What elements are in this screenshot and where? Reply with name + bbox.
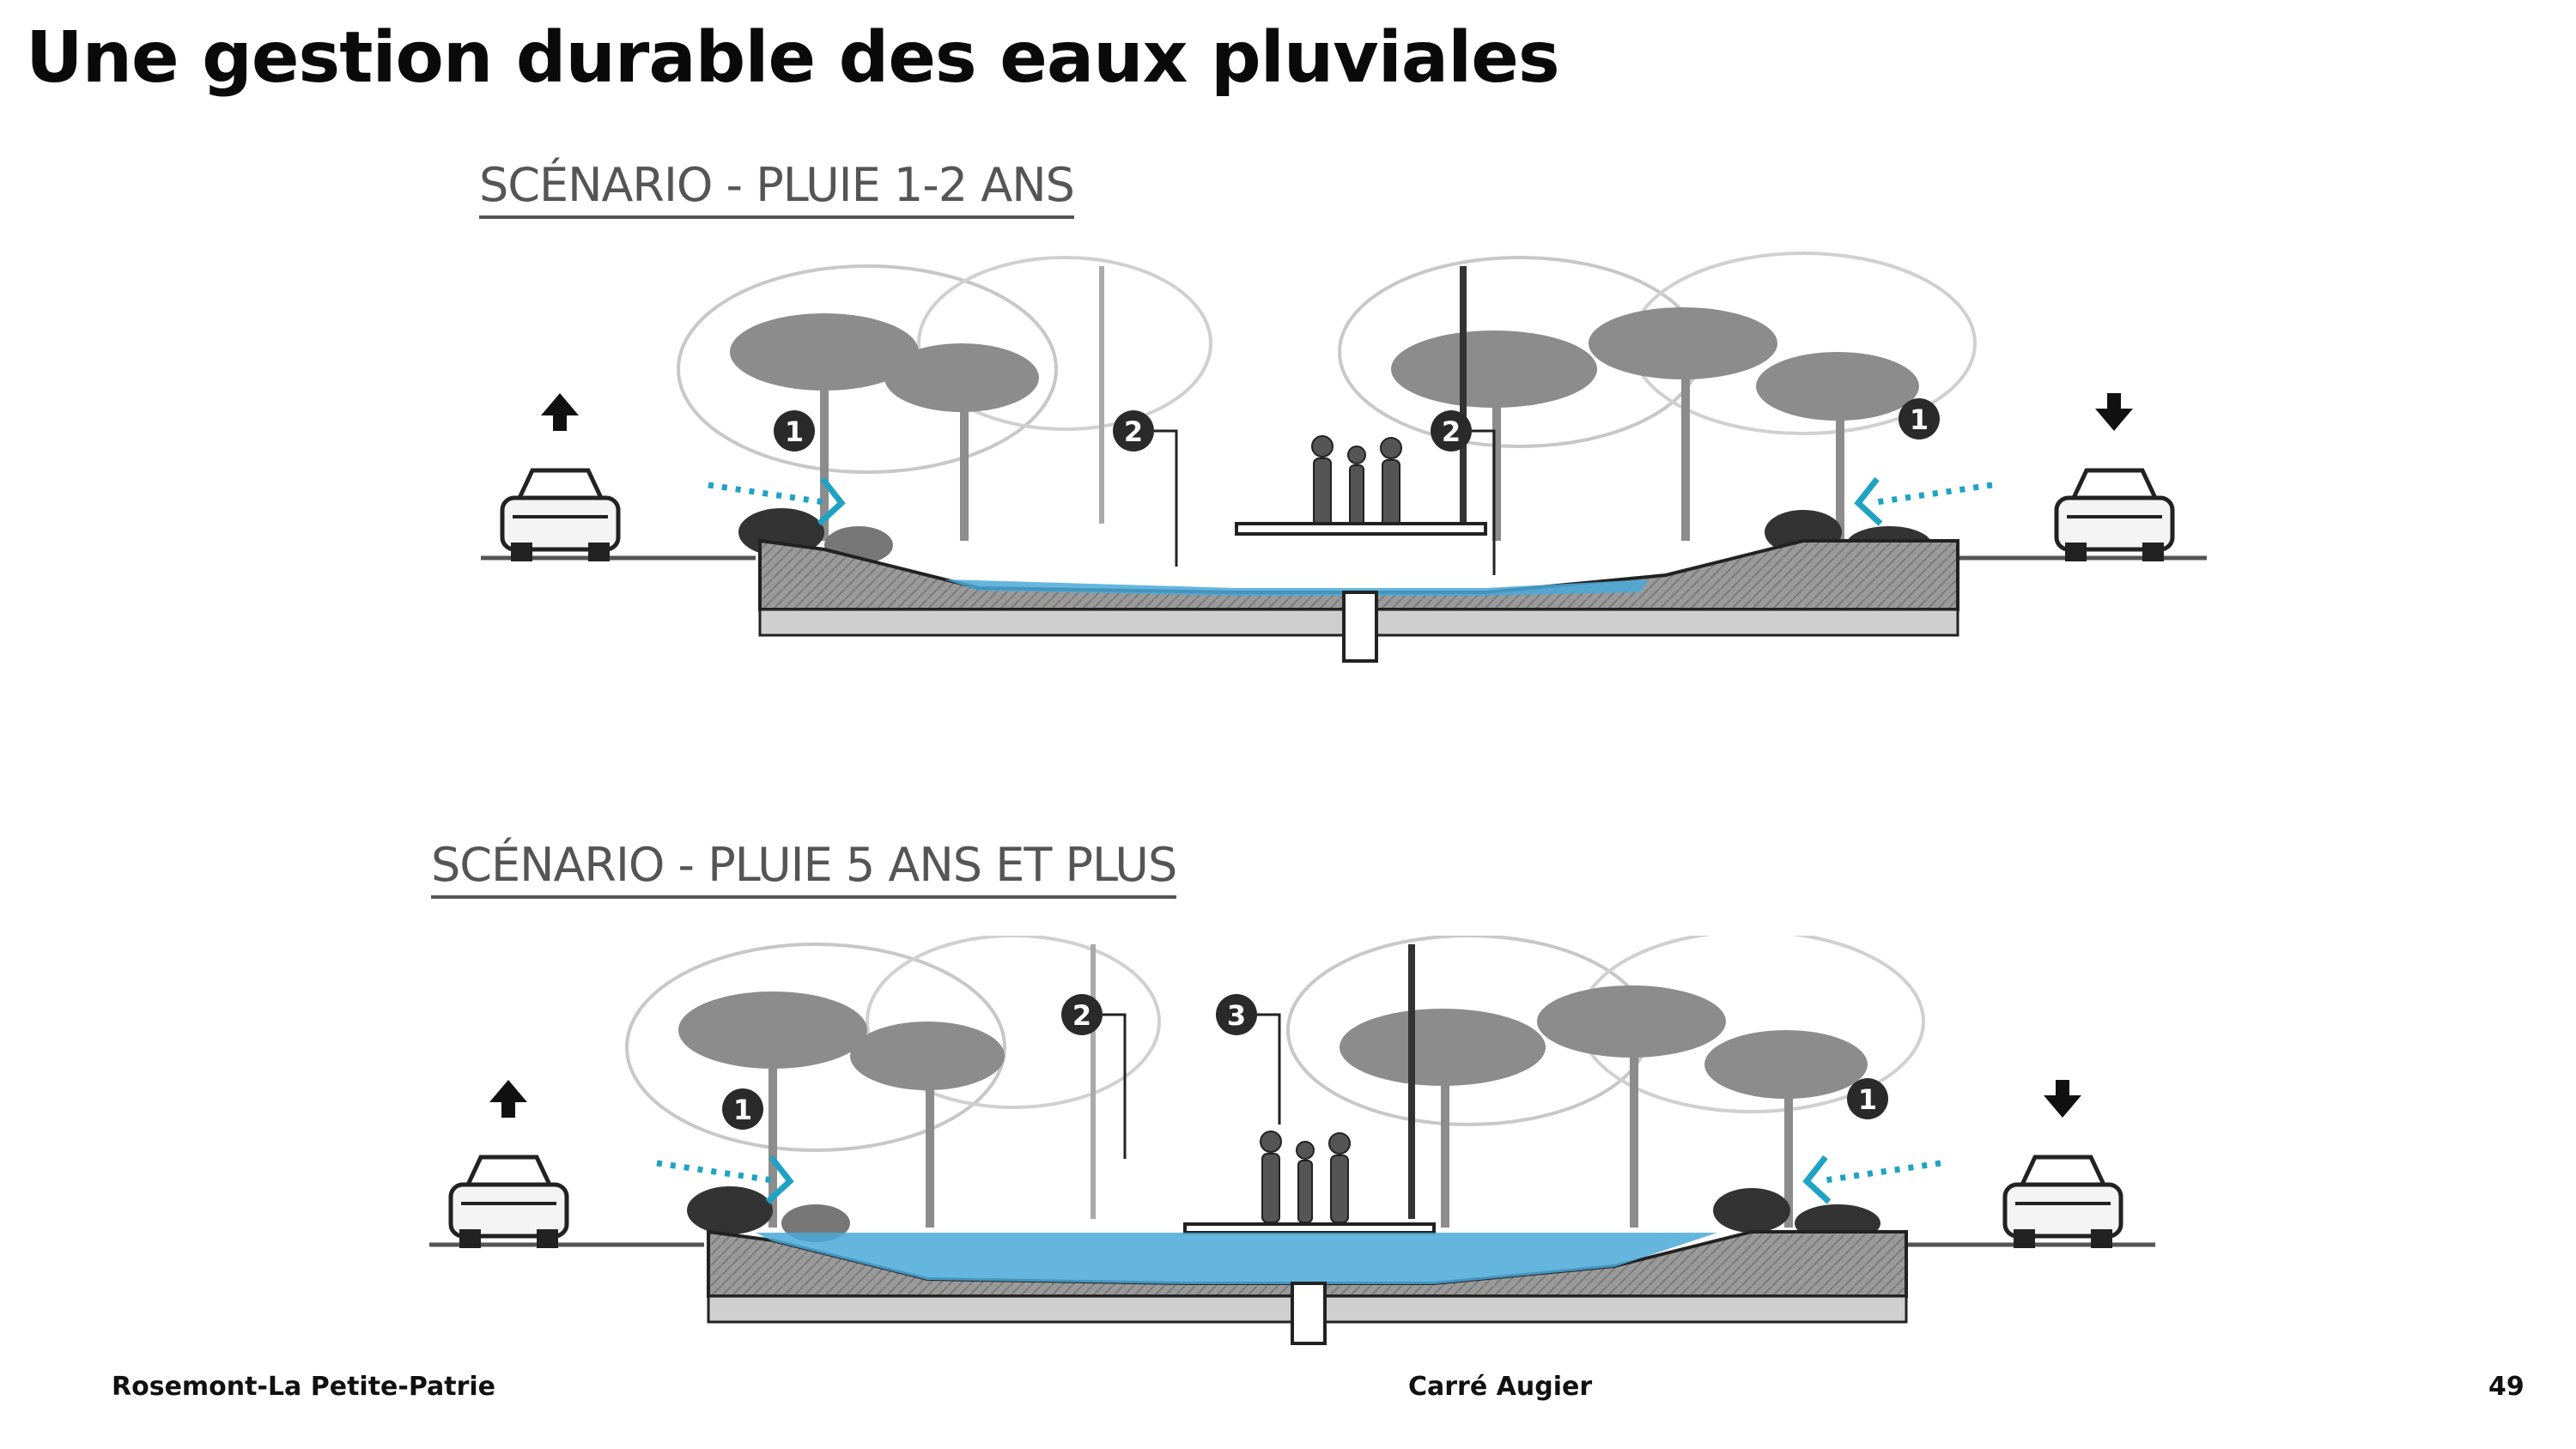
walkway-deck (1235, 522, 1487, 536)
marker-icon: 1 (1847, 1078, 1888, 1119)
water-level (756, 1233, 1717, 1284)
pedestrians-icon (1260, 1131, 1351, 1223)
svg-text:1: 1 (1858, 1083, 1877, 1116)
scenario-title-1: SCÉNARIO - PLUIE 1-2 ANS (479, 158, 1075, 219)
car-icon (2002, 1155, 2123, 1248)
flow-arrow-icon (1802, 1155, 1941, 1204)
arrow-down-icon (2095, 393, 2133, 431)
scenario-title-2: SCÉNARIO - PLUIE 5 ANS ET PLUS (431, 838, 1177, 899)
svg-text:1: 1 (1910, 403, 1929, 436)
car-icon (2054, 468, 2175, 561)
flow-arrow-icon (656, 1155, 794, 1204)
slide-title: Une gestion durable des eaux pluviales (26, 17, 1560, 99)
marker-icon: 2 (1061, 994, 1127, 1159)
car-icon (448, 1155, 569, 1248)
svg-text:1: 1 (785, 415, 804, 448)
svg-text:2: 2 (1442, 415, 1461, 448)
cross-section-diagram-1: 1 2 2 1 (481, 252, 2207, 663)
svg-text:3: 3 (1227, 999, 1246, 1032)
marker-icon: 3 (1216, 994, 1281, 1125)
tree-icon (730, 307, 1919, 541)
footer-borough: Rosemont-La Petite-Patrie (112, 1372, 496, 1402)
marker-icon: 1 (1899, 398, 1940, 440)
arrow-up-icon (489, 1080, 527, 1118)
marker-icon: 2 (1113, 410, 1178, 567)
walkway-deck (1183, 1222, 1436, 1234)
footer-project: Carré Augier (1408, 1372, 1593, 1402)
flow-arrow-icon (1854, 476, 1993, 526)
svg-text:2: 2 (1124, 415, 1143, 448)
svg-text:2: 2 (1072, 999, 1091, 1032)
water-level (945, 579, 1649, 596)
arrow-down-icon (2044, 1080, 2081, 1118)
marker-icon: 1 (774, 410, 815, 452)
marker-icon: 2 (1431, 410, 1496, 575)
cross-section-diagram-2: 1 2 3 1 (429, 936, 2155, 1345)
arrow-up-icon (541, 393, 579, 431)
tree-canopy (677, 252, 1977, 474)
tree-icon (678, 985, 1868, 1228)
drain-pipe (1291, 1282, 1327, 1345)
drain-pipe (1342, 591, 1378, 663)
flow-arrow-icon (708, 476, 846, 526)
car-icon (500, 468, 621, 561)
page-number: 49 (2488, 1372, 2524, 1402)
marker-icon: 1 (722, 1088, 763, 1130)
svg-text:1: 1 (733, 1094, 752, 1126)
pedestrians-icon (1311, 435, 1402, 528)
